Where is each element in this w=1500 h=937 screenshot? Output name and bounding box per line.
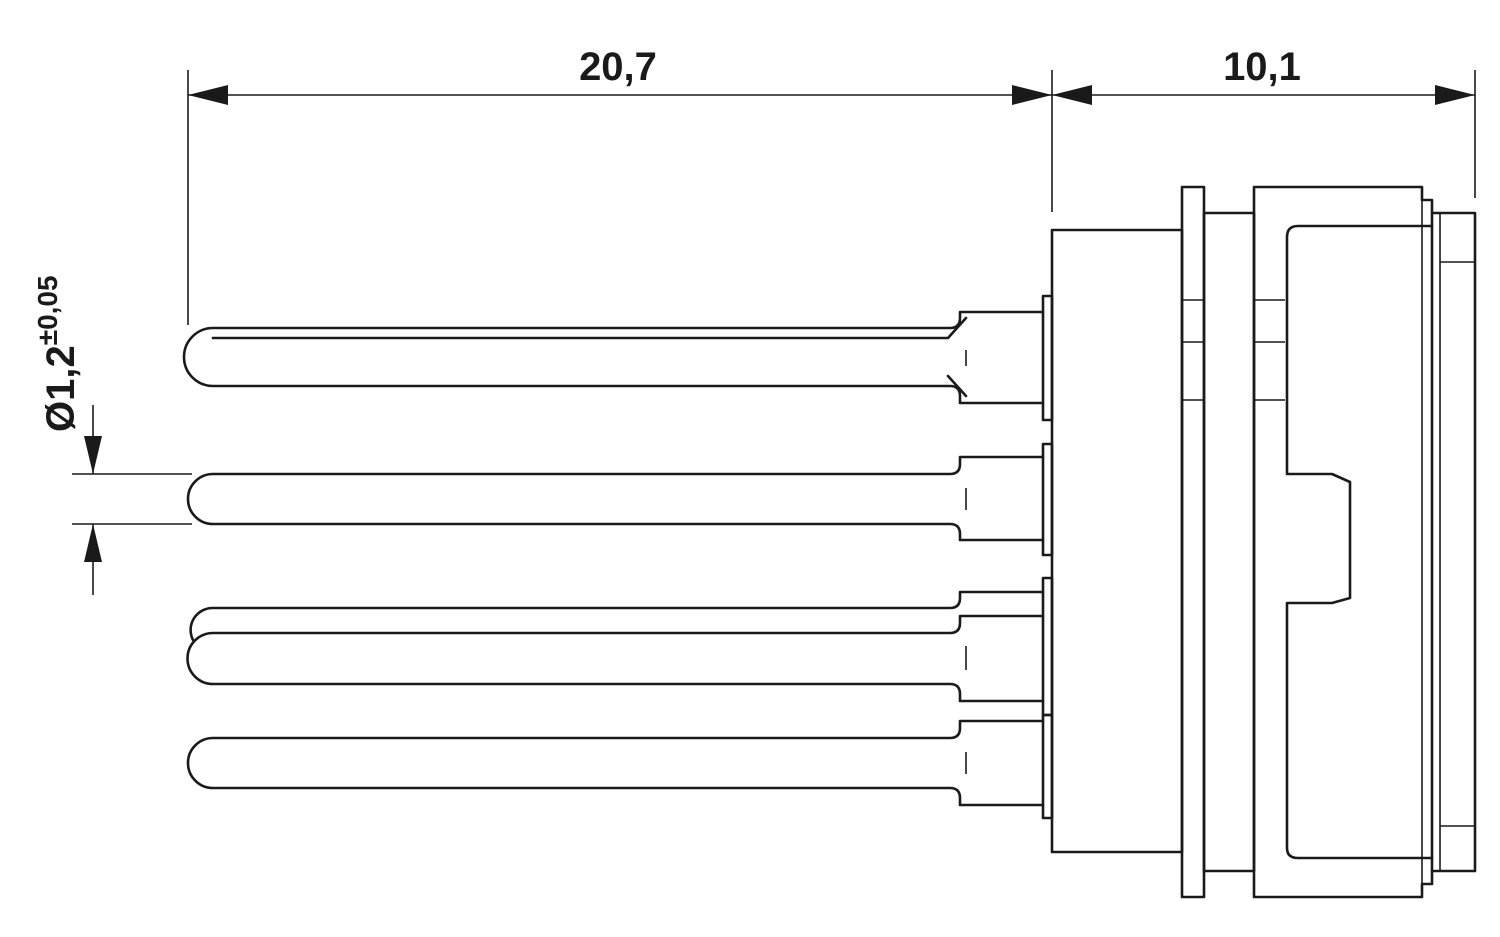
arrowhead-down: [84, 436, 102, 474]
housing-cavity: [1285, 224, 1434, 860]
pin-2: [186, 455, 1045, 542]
arrowhead-left: [188, 85, 228, 105]
pin-diameter-prefix: Ø1,2: [39, 345, 83, 432]
pin-diameter-dimension: Ø1,2±0,05: [32, 275, 192, 595]
housing-flange: [1180, 185, 1206, 899]
arrowhead-up: [84, 524, 102, 562]
housing-front: [1252, 185, 1434, 899]
arrowhead-left: [1052, 85, 1092, 105]
housing-body: [1050, 185, 1477, 899]
pin-diameter-tolerance: ±0,05: [32, 275, 63, 345]
pin-diameter-label: Ø1,2±0,05: [32, 275, 83, 432]
housing-front-lip: [1430, 211, 1477, 873]
pins: [182, 310, 1045, 807]
housing-depth-label: 10,1: [1223, 45, 1301, 89]
pin-3: [189, 590, 1045, 642]
pin-1: [182, 310, 1045, 405]
arrowhead-right: [1012, 85, 1052, 105]
pin-length-dimension: 20,7: [187, 45, 1053, 325]
housing-depth-dimension: 10,1: [1052, 45, 1476, 198]
pin-5: [186, 719, 1045, 807]
housing-rear-block: [1050, 228, 1184, 854]
pin-4: [186, 614, 1045, 703]
pin-carrier: [1041, 294, 1054, 820]
pin-length-label: 20,7: [579, 45, 657, 89]
housing-middle: [1202, 211, 1256, 873]
arrowhead-right: [1435, 85, 1475, 105]
